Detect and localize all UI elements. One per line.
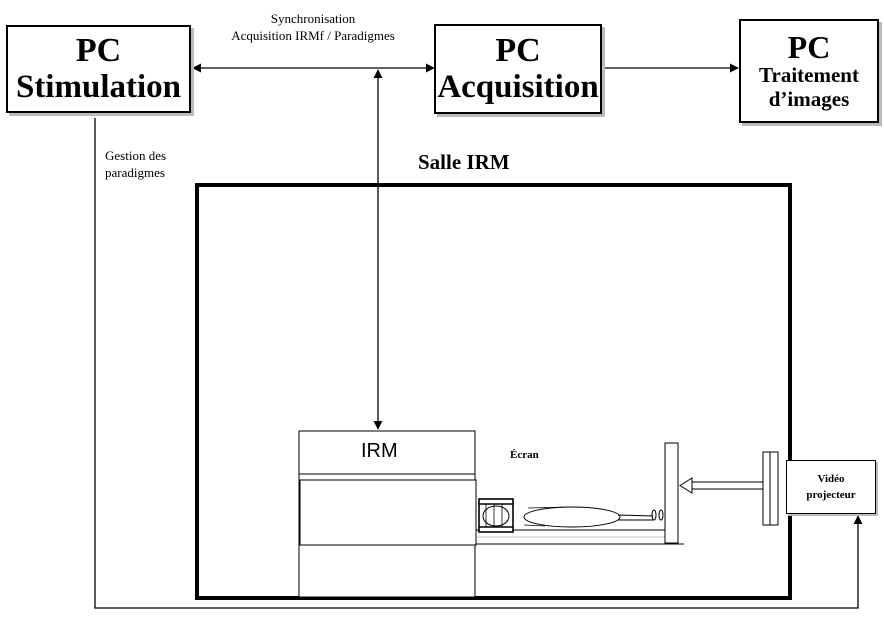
video-projecteur-box: Vidéo projecteur [786, 460, 876, 514]
projection-arrow [679, 477, 764, 494]
sync-label: Synchronisation Acquisition IRMf / Parad… [193, 10, 433, 44]
gestion-paradigmes-label: Gestion des paradigmes [105, 147, 166, 181]
pc-stimulation-line2: Stimulation [15, 69, 182, 105]
pc-stimulation-line1: PC [75, 32, 122, 69]
paradigm-path-arrow [94, 118, 863, 609]
pc-stimulation-box: PC Stimulation [6, 25, 191, 113]
ecran-screen [664, 442, 679, 544]
sync-label-line1: Synchronisation [270, 11, 356, 26]
head-coil [478, 498, 514, 533]
salle-irm-room [195, 183, 792, 600]
irm-scanner [298, 430, 477, 598]
wall-waveguide [762, 451, 779, 526]
patient-figure [482, 505, 664, 528]
patient-bed [475, 529, 684, 545]
pc-acquisition-line2: Acquisition [437, 69, 599, 105]
irm-label: IRM [361, 440, 398, 462]
pc-traitement-line1: PC [787, 29, 831, 65]
ecran-label: Écran [510, 449, 539, 461]
pc-traitement-line2: Traitement d’images [759, 63, 859, 111]
pc-acquisition-line1: PC [495, 32, 541, 69]
video-label-line2: projecteur [806, 489, 856, 501]
gestion-label-line2: paradigmes [105, 165, 165, 180]
gestion-label-line1: Gestion des [105, 148, 167, 163]
pc-traitement-box: PC Traitement d’images [739, 19, 879, 123]
pc-acquisition-box: PC Acquisition [434, 24, 602, 114]
sync-label-line2: Acquisition IRMf / Paradigmes [231, 28, 395, 43]
salle-irm-title: Salle IRM [418, 150, 510, 174]
video-label-line1: Vidéo [817, 473, 845, 485]
